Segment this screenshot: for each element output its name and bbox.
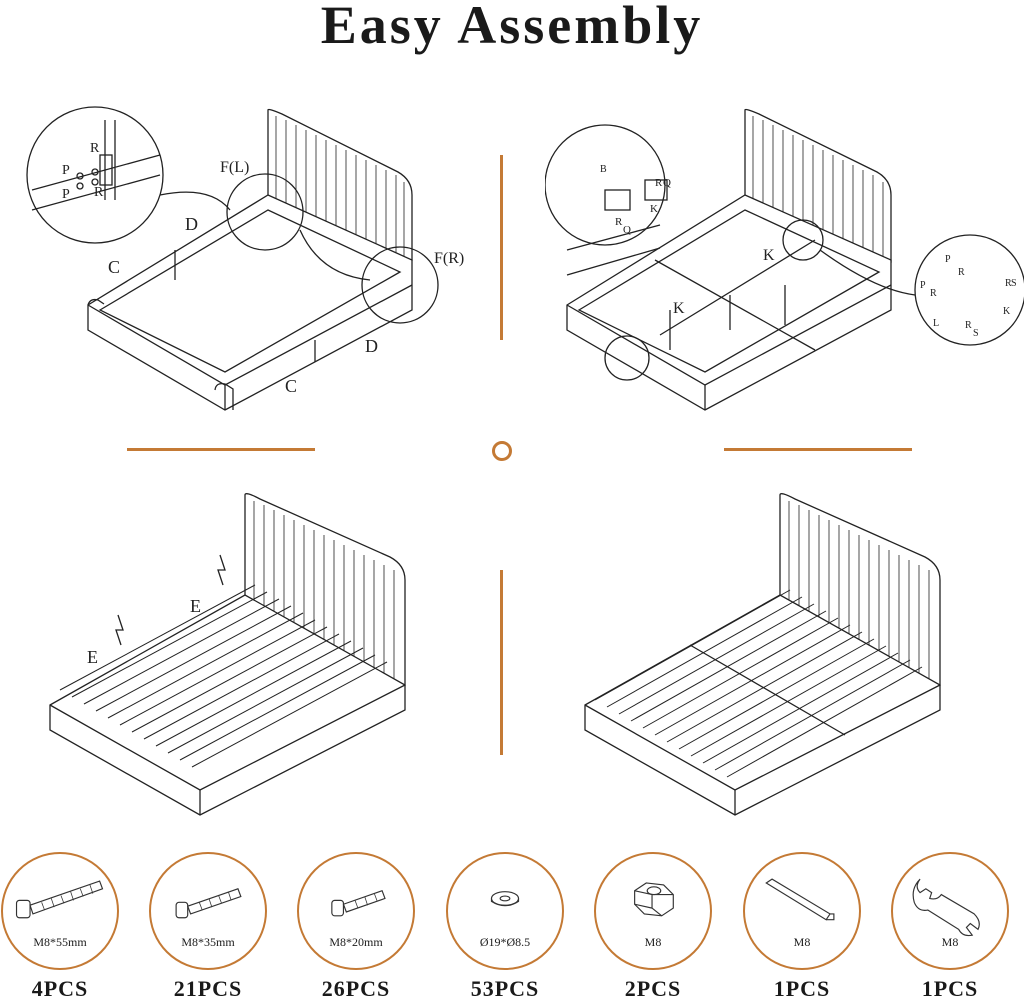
part-quantity: 2PCS bbox=[624, 976, 682, 1001]
label-p2: P bbox=[62, 187, 70, 202]
divider-vertical-bottom bbox=[500, 570, 503, 755]
label-q1: Q bbox=[663, 177, 671, 189]
part-spec: M8*20mm bbox=[329, 935, 383, 949]
medium-bolt-icon bbox=[175, 888, 242, 919]
washer-icon bbox=[490, 891, 520, 907]
page-title: Easy Assembly bbox=[320, 0, 704, 55]
part-hex-nut: M8 bbox=[594, 852, 712, 970]
label-q2: Q bbox=[623, 224, 631, 236]
label-e2: E bbox=[87, 647, 98, 667]
allen-key-icon bbox=[765, 878, 835, 921]
label-e1: E bbox=[190, 596, 201, 616]
label-r1: R bbox=[90, 141, 100, 156]
part-spec: M8*55mm bbox=[33, 935, 87, 949]
label-r6: R bbox=[965, 320, 972, 331]
short-bolt-icon bbox=[331, 889, 386, 917]
label-k3: K bbox=[673, 300, 685, 317]
hex-nut-icon bbox=[634, 882, 674, 917]
long-bolt-icon bbox=[15, 880, 104, 919]
part-quantity: 1PCS bbox=[921, 976, 979, 1001]
label-s1: S bbox=[1011, 278, 1017, 289]
center-circle-ornament bbox=[492, 441, 512, 461]
label-d2: D bbox=[365, 336, 378, 356]
part-quantity: 4PCS bbox=[31, 976, 89, 1001]
label-b: B bbox=[600, 164, 607, 175]
part-quantity: 1PCS bbox=[773, 976, 831, 1001]
label-r3: R bbox=[958, 267, 965, 278]
label-r1: R bbox=[655, 177, 663, 189]
label-k2: K bbox=[763, 247, 775, 264]
label-f-left: F(L) bbox=[220, 159, 249, 176]
part-quantity: 53PCS bbox=[470, 976, 540, 1001]
part-allen-key: M8 bbox=[743, 852, 861, 970]
part-spec: M8*35mm bbox=[181, 935, 235, 949]
part-short-bolt: M8*20mm bbox=[297, 852, 415, 970]
part-spec: M8 bbox=[793, 935, 811, 949]
label-p2: P bbox=[920, 280, 926, 291]
divider-horizontal-left bbox=[127, 448, 315, 451]
label-c1: C bbox=[108, 257, 120, 277]
step-3-diagram: E E bbox=[40, 485, 420, 830]
step-2-diagram: B R Q K R Q K K P R P R R S K L R S bbox=[545, 100, 1024, 430]
step-1-diagram: R P P R F(L) F(R) D D C C bbox=[20, 100, 490, 430]
step-4-diagram bbox=[575, 485, 955, 830]
part-spec: M8 bbox=[941, 935, 959, 949]
divider-vertical-top bbox=[500, 155, 503, 340]
part-long-bolt: M8*55mm bbox=[1, 852, 119, 970]
label-f-right: F(R) bbox=[434, 250, 464, 267]
part-spec: M8 bbox=[644, 935, 662, 949]
label-r5: R bbox=[1005, 278, 1012, 289]
label-r2: R bbox=[615, 216, 623, 228]
label-r2: R bbox=[94, 185, 104, 200]
label-p1: P bbox=[62, 163, 70, 178]
label-k1: K bbox=[650, 203, 658, 215]
part-medium-bolt: M8*35mm bbox=[149, 852, 267, 970]
part-quantity: 21PCS bbox=[173, 976, 243, 1001]
part-spec: Ø19*Ø8.5 bbox=[479, 935, 531, 949]
part-wrench: M8 bbox=[891, 852, 1009, 970]
label-d1: D bbox=[185, 214, 198, 234]
label-s2: S bbox=[973, 328, 979, 339]
label-l: L bbox=[933, 318, 939, 329]
part-washer: Ø19*Ø8.5 bbox=[446, 852, 564, 970]
part-quantity: 26PCS bbox=[321, 976, 391, 1001]
divider-horizontal-right bbox=[724, 448, 912, 451]
label-r4: R bbox=[930, 288, 937, 299]
wrench-icon bbox=[912, 878, 980, 937]
label-c2: C bbox=[285, 376, 297, 396]
label-p1: P bbox=[945, 254, 951, 265]
label-k4: K bbox=[1003, 306, 1011, 317]
